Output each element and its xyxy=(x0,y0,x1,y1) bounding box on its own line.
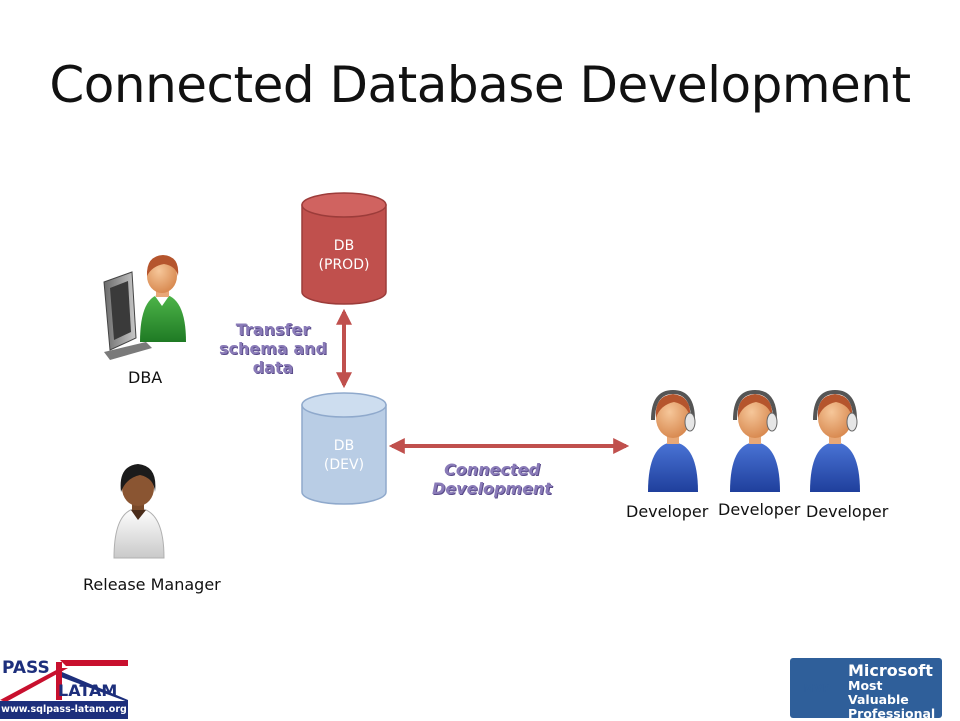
db-dev-label-line2: (DEV) xyxy=(323,457,365,473)
developer-icon-1 xyxy=(648,389,698,492)
developer-icon-3 xyxy=(810,389,860,492)
developer-label-1: Developer xyxy=(626,502,709,521)
mvp-mark-text: MVP xyxy=(803,682,831,695)
db-dev-label: DB (DEV) xyxy=(302,437,386,475)
transfer-label-line3: data xyxy=(252,358,294,377)
db-dev-label-line1: DB xyxy=(333,438,355,454)
mvp-line2-text: Professional xyxy=(848,706,936,721)
pass-logo-middle-text: LATAM xyxy=(58,681,118,700)
mvp-line1-text: Most Valuable xyxy=(848,678,909,707)
pass-latam-flag-graphic xyxy=(0,660,128,702)
db-prod-label-line1: DB xyxy=(333,238,355,254)
release-manager-label: Release Manager xyxy=(83,575,221,594)
developer-icon-2 xyxy=(730,389,780,492)
slide-title: Connected Database Development xyxy=(49,56,911,114)
mvp-brand-text: Microsoft xyxy=(848,661,933,680)
pass-logo-top-text: PASS xyxy=(2,658,50,678)
transfer-arrow-label: Transfer schema and data xyxy=(218,320,328,377)
mvp-badge-text: Microsoft Most Valuable Professional xyxy=(848,663,942,721)
pass-logo-url: www.sqlpass-latam.org xyxy=(0,701,128,719)
db-prod-label: DB (PROD) xyxy=(302,237,386,275)
mvp-badge[interactable]: Microsoft Most Valuable Professional xyxy=(790,658,942,721)
transfer-label-line2: schema and xyxy=(219,339,327,358)
db-prod-cylinder[interactable] xyxy=(301,192,387,305)
developer-label-2: Developer xyxy=(718,500,801,519)
release-manager-person-icon xyxy=(113,464,165,559)
connected-development-label: Connected Development xyxy=(432,460,552,498)
pass-latam-logo[interactable]: PASS LATAM www.sqlpass-latam.org xyxy=(0,655,128,719)
db-prod-label-line2: (PROD) xyxy=(318,257,370,273)
developer-label-3: Developer xyxy=(806,502,889,521)
dba-person-icon xyxy=(103,255,186,360)
dba-label: DBA xyxy=(128,368,163,387)
db-dev-cylinder[interactable] xyxy=(301,392,387,505)
transfer-label-line1: Transfer xyxy=(235,320,311,339)
